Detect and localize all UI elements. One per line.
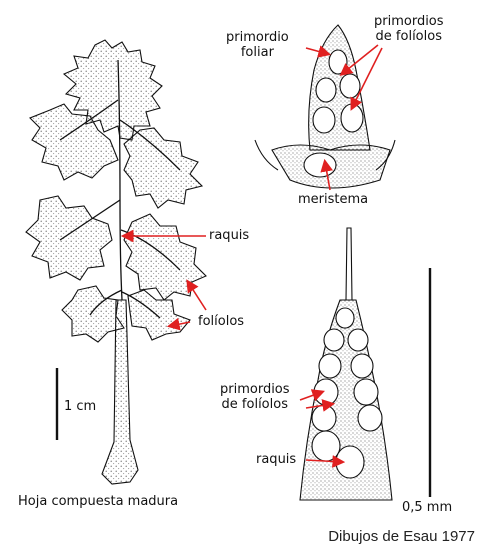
caption-mature-leaf: Hoja compuesta madura <box>18 494 178 509</box>
label-primordios-foliolos-top: primordios de folíolos <box>374 14 444 44</box>
young-leaf-drawing <box>300 228 392 500</box>
label-primordios-foliolos-bottom: primordios de folíolos <box>220 382 290 412</box>
label-primordio-foliar-line1: primordio <box>226 30 289 45</box>
label-primordios-top-line1: primordios <box>374 14 444 29</box>
label-primordio-foliar-line2: foliar <box>226 45 289 60</box>
label-raquis-bottom: raquis <box>256 452 296 467</box>
credit-text: Dibujos de Esau 1977 <box>328 528 475 545</box>
label-scale-05mm: 0,5 mm <box>402 500 452 515</box>
arrow-foliolos-1 <box>188 282 206 310</box>
mature-leaf-drawing <box>26 40 206 342</box>
label-foliolos: folíolos <box>198 314 244 329</box>
label-primordios-bottom-line2: de folíolos <box>220 397 290 412</box>
label-primordios-bottom-line1: primordios <box>220 382 290 397</box>
label-primordio-foliar: primordio foliar <box>226 30 289 60</box>
label-meristema: meristema <box>298 192 368 207</box>
label-raquis-leaf: raquis <box>209 228 249 243</box>
label-scale-1cm: 1 cm <box>64 399 96 414</box>
label-primordios-top-line2: de folíolos <box>374 29 444 44</box>
